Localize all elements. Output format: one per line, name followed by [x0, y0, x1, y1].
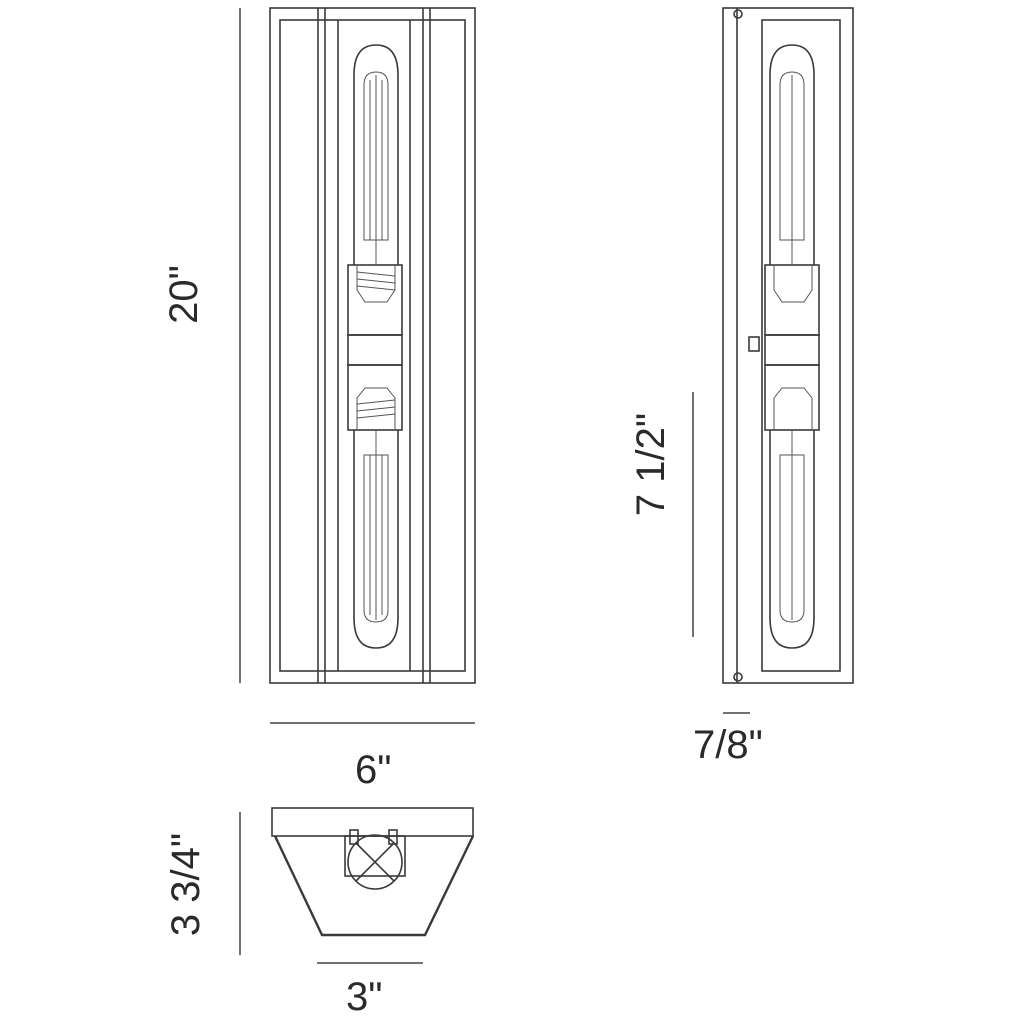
lower-socket: [347, 364, 403, 431]
center-band: [347, 334, 403, 366]
upper-socket: [347, 264, 403, 336]
height-label: 20": [161, 265, 206, 324]
bulb-height-label: 7 1/2": [629, 412, 674, 517]
bottom-width-label: 3": [346, 975, 383, 1019]
width-label: 6": [355, 748, 392, 792]
bottom-depth-label: 3 3/4": [164, 832, 209, 937]
front-view: [239, 7, 476, 724]
lower-bulb: [353, 430, 399, 649]
side-view: [692, 7, 854, 714]
depth-label: 7/8": [693, 723, 763, 767]
upper-bulb: [353, 44, 399, 265]
bottom-view: [239, 807, 475, 964]
